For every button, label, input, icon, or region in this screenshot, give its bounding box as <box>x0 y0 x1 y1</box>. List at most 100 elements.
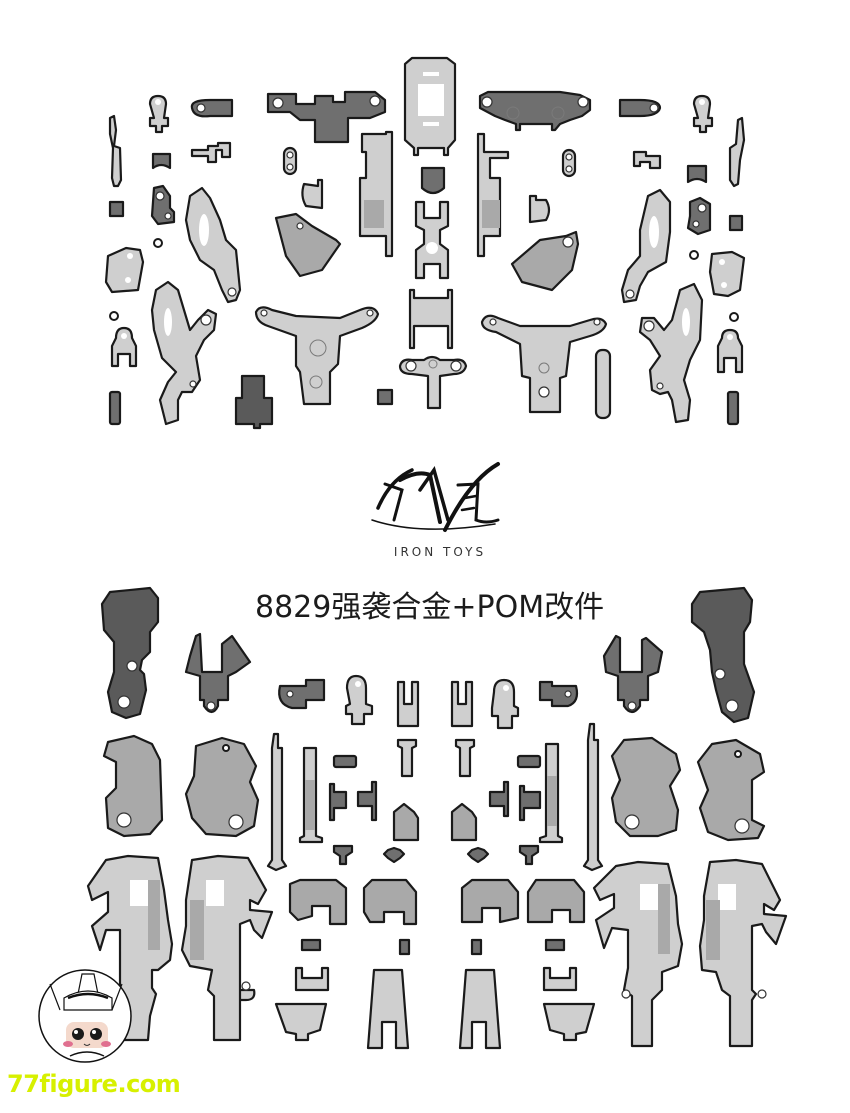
ball-stud-lower-right-part <box>490 678 520 730</box>
block-left-part <box>108 200 125 218</box>
shin-plate-lower-3-part <box>458 968 502 1050</box>
tab-left-part <box>301 178 324 210</box>
u-clip-lower-left-part <box>396 680 420 728</box>
tab-lower-3-part <box>470 938 483 956</box>
leg-frame-right-1-part <box>592 860 684 1048</box>
shoulder-armor-left-part <box>100 586 160 720</box>
claw-bracket-left-part <box>184 632 252 714</box>
tab-lower-4-part <box>544 938 566 952</box>
t-nut-lower-1-part <box>332 844 354 866</box>
thigh-plate-right-1-part <box>610 736 682 838</box>
hinge-cap-left-part <box>190 98 234 118</box>
tab-right-part <box>528 194 551 224</box>
block-lower-2-part <box>516 754 542 769</box>
tab-lower-1-part <box>300 938 322 952</box>
upper-parts-group <box>104 56 746 430</box>
leg-armor-left-lower-part <box>150 280 218 426</box>
pin-right-part <box>726 390 740 426</box>
flange-lower-1-part <box>328 782 348 822</box>
washer-right-2-part <box>729 312 739 322</box>
clip-left-part <box>151 152 172 170</box>
wing-plate-right-part <box>510 230 580 292</box>
lower-parts-group <box>86 586 788 1050</box>
knee-cap-lower-3-part <box>460 878 520 924</box>
shield-plate-left-part <box>104 246 145 294</box>
thigh-plate-left-1-part <box>102 734 164 838</box>
side-frame-right-part <box>476 132 510 258</box>
long-rod-left-part <box>266 732 288 872</box>
ball-stud-lower-left-part <box>344 674 374 726</box>
u-bracket-lower-1-part <box>294 966 330 992</box>
rod-right-part <box>728 116 746 188</box>
calligraphy-logo-icon <box>371 462 500 532</box>
flange-lower-3-part <box>488 780 510 818</box>
cube-center-part <box>376 388 394 406</box>
side-frame-left-part <box>358 130 394 258</box>
hinge-lower-left-part <box>278 678 326 710</box>
shoulder-bracket-left-part <box>266 90 387 144</box>
thigh-plate-left-2-part <box>184 736 260 838</box>
shoulder-armor-right-part <box>690 586 756 724</box>
chibi-mecha-avatar-icon <box>38 969 132 1063</box>
t-bar-center-part <box>398 355 468 410</box>
shin-plate-lower-4-part <box>542 1002 596 1042</box>
flange-lower-2-part <box>356 780 378 822</box>
plate-left-part <box>150 184 176 226</box>
u-bracket-lower-2-part <box>542 966 578 992</box>
shin-plate-lower-1-part <box>274 1002 328 1042</box>
peg-left-part <box>190 141 232 164</box>
chest-frame-right-part <box>480 314 608 414</box>
shoulder-bracket-right-part <box>478 90 592 132</box>
hinge-lower-right-part <box>538 680 579 708</box>
knob-lower-1-part <box>382 846 406 864</box>
washer-left-2-part <box>109 311 119 321</box>
spool-lower-2-part <box>454 738 476 778</box>
washer-right-part <box>689 250 699 260</box>
link-right-part <box>561 148 577 178</box>
dome-cap-lower-2-part <box>450 802 478 842</box>
shield-plate-right-part <box>708 250 746 298</box>
hinge-cap-right-part <box>618 98 662 118</box>
leg-armor-left-upper-part <box>184 186 242 304</box>
claw-bracket-right-part <box>602 634 664 714</box>
dome-cap-lower-1-part <box>392 802 420 842</box>
leg-frame-left-1-part <box>86 854 174 1042</box>
knee-cap-lower-4-part <box>526 878 586 924</box>
fork-right-part <box>716 328 744 374</box>
thigh-plate-right-2-part <box>696 738 766 842</box>
block-right-part <box>728 214 744 232</box>
brand-name: IRON TOYS <box>394 545 486 559</box>
knob-lower-2-part <box>466 846 490 864</box>
flange-lower-4-part <box>518 784 542 822</box>
block-lower-1-part <box>332 754 358 769</box>
plate-right-part <box>686 196 712 236</box>
cross-frame-center-part <box>408 288 454 350</box>
long-rod-right-2-part <box>538 742 564 844</box>
product-title: 8829强袭合金+POM改件 <box>255 590 605 625</box>
ball-joint-left-part <box>148 94 170 134</box>
shin-plate-lower-2-part <box>366 968 410 1050</box>
yoke-center-part <box>414 200 450 280</box>
spool-lower-1-part <box>396 738 418 778</box>
chest-frame-left-part <box>254 306 380 406</box>
wing-plate-left-part <box>274 212 342 278</box>
rod-left-part <box>108 114 123 188</box>
long-rod-left-2-part <box>298 746 324 844</box>
u-clip-lower-right-part <box>450 680 474 728</box>
fork-left-part <box>110 326 138 368</box>
connector-dark-part <box>234 374 274 430</box>
leg-frame-left-2-part <box>180 854 274 1042</box>
bar-right-part <box>594 348 612 420</box>
washer-left-part <box>153 238 163 248</box>
clip-right-part <box>686 164 708 184</box>
peg-right-part <box>632 150 662 170</box>
pin-left-part <box>108 390 122 426</box>
knee-cap-lower-1-part <box>288 878 348 926</box>
torso-frame-part <box>403 56 457 157</box>
long-rod-right-part <box>582 722 604 872</box>
leg-frame-right-2-part <box>698 858 788 1048</box>
watermark-text: 77figure.com <box>7 1070 181 1098</box>
leg-armor-right-lower-part <box>638 282 704 424</box>
leg-armor-right-upper-part <box>620 188 672 304</box>
